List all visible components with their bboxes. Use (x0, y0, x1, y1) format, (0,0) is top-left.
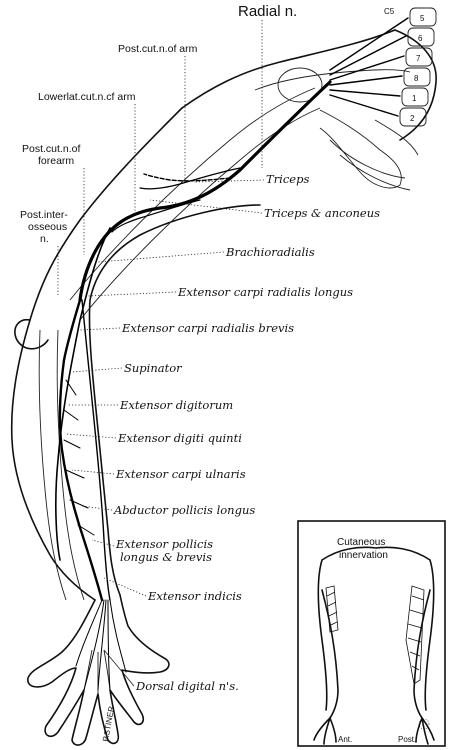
vertebra-c6 (407, 27, 435, 47)
forearm-bones (38, 329, 85, 601)
inset-ant-hatch (326, 591, 338, 627)
post-interosseous-n (58, 298, 104, 602)
label-post-interosseous-3: n. (40, 233, 49, 245)
vertebra-label-7: 7 (416, 54, 421, 63)
plexus-roots (329, 17, 409, 117)
vertebra-t2 (399, 107, 427, 127)
leader-brachioradialis (97, 251, 225, 263)
ribs (329, 119, 419, 191)
label-post-cut-forearm-2: forearm (38, 155, 74, 167)
vertebra-c7 (405, 47, 433, 67)
leader-supinator (71, 367, 123, 373)
triceps-branch (143, 173, 231, 182)
figure-title: Radial n. (238, 3, 297, 20)
inset-ant-hand (313, 717, 337, 745)
label-supinator: Supinator (124, 361, 183, 375)
post-cut-n-arm (139, 167, 241, 190)
label-lower-lat-cut: Lowerlat.cut.n.cf arm (38, 91, 136, 103)
vertebra-label-2: 2 (410, 114, 415, 123)
humeral-head (277, 67, 323, 103)
vertebra-label-1: 1 (412, 94, 417, 103)
label-post-interosseous-1: Post.inter- (20, 209, 68, 221)
label-ecrb: Extensor carpi radialis brevis (121, 321, 294, 335)
leader-dorsal-digital (103, 649, 135, 687)
label-ext-digitorum: Extensor digitorum (119, 398, 233, 412)
hand-outline (27, 594, 170, 746)
label-post-interosseous-2: osseous (28, 221, 67, 233)
label-triceps: Triceps (266, 172, 309, 186)
label-dorsal-digital: Dorsal digital n's. (135, 679, 239, 693)
vertebra-c5 (409, 7, 437, 27)
artist-signature: P.STINER (101, 705, 116, 742)
inset-label-ant: Ant. (338, 735, 352, 744)
leader-triceps-anconeus (149, 199, 263, 214)
nerves (55, 17, 409, 691)
leader-ext-carpi-ulnaris (71, 469, 115, 475)
label-abd-poll-longus: Abductor pollicis longus (113, 503, 255, 517)
inset-right-arm (413, 589, 431, 719)
label-ecrl: Extensor carpi radialis longus (177, 285, 353, 299)
label-ext-indicis: Extensor indicis (147, 589, 242, 603)
cutaneous-innervation-inset: Cutaneous innervation Ant. Post. (297, 520, 446, 747)
arm-lateral-edge (10, 107, 183, 601)
arm-medial-edge (88, 204, 261, 596)
leader-ext-poll (91, 539, 115, 547)
inset-body-outline (317, 546, 435, 711)
shoulder-contour (394, 29, 437, 141)
muscle-labels: Triceps Triceps & anconeus Brachioradial… (65, 172, 380, 693)
leader-ext-indicis (103, 577, 147, 597)
vertebra-label-5: 5 (420, 14, 425, 23)
inset-post-hand-dots (418, 718, 430, 730)
clavicle (254, 69, 411, 91)
leader-ecrb (79, 327, 121, 331)
arm-upper-contour (181, 29, 396, 109)
c5-label: C5 (384, 7, 395, 16)
scapula (319, 109, 402, 189)
label-triceps-anconeus: Triceps & anconeus (264, 206, 380, 220)
inset-post-hand (415, 717, 435, 745)
leader-abd-poll-longus (81, 505, 113, 511)
vertebral-column: 5 6 7 8 1 2 C5 (384, 7, 437, 127)
radial-nerve-trunk (78, 80, 332, 302)
label-ext-digiti-quinti: Extensor digiti quinti (117, 431, 242, 445)
inset-left-arm (321, 589, 339, 719)
lower-lat-cut-n (111, 199, 201, 233)
inset-post-area (405, 585, 425, 685)
leader-ext-digiti-quinti (65, 433, 117, 439)
label-post-cut-forearm-1: Post.cut.n.of (22, 143, 80, 155)
vertebra-label-6: 6 (418, 34, 423, 43)
superficial-radial-branch (81, 299, 111, 601)
inset-title-1: Cutaneous (337, 537, 385, 548)
vertebra-label-8: 8 (414, 74, 419, 83)
label-ext-poll-2: longus & brevis (120, 550, 212, 564)
label-ext-poll-1: Extensor pollicis (115, 537, 213, 551)
label-ext-carpi-ulnaris: Extensor carpi ulnaris (115, 467, 246, 481)
vertebra-t1 (401, 87, 429, 107)
inset-ant-area (325, 585, 339, 633)
label-post-cut-arm: Post.cut.n.of arm (118, 43, 198, 55)
finger-lines (83, 649, 111, 694)
inset-post-hatch (407, 595, 425, 671)
dorsal-digital-nerves (75, 599, 127, 691)
vertebra-c8 (403, 67, 431, 87)
post-cut-n-forearm (55, 227, 111, 561)
label-brachioradialis: Brachioradialis (225, 245, 315, 259)
inset-label-post: Post. (398, 735, 416, 744)
inset-title-2: innervation (339, 550, 388, 561)
elbow-contour (14, 318, 49, 350)
muscular-branches (63, 379, 95, 536)
